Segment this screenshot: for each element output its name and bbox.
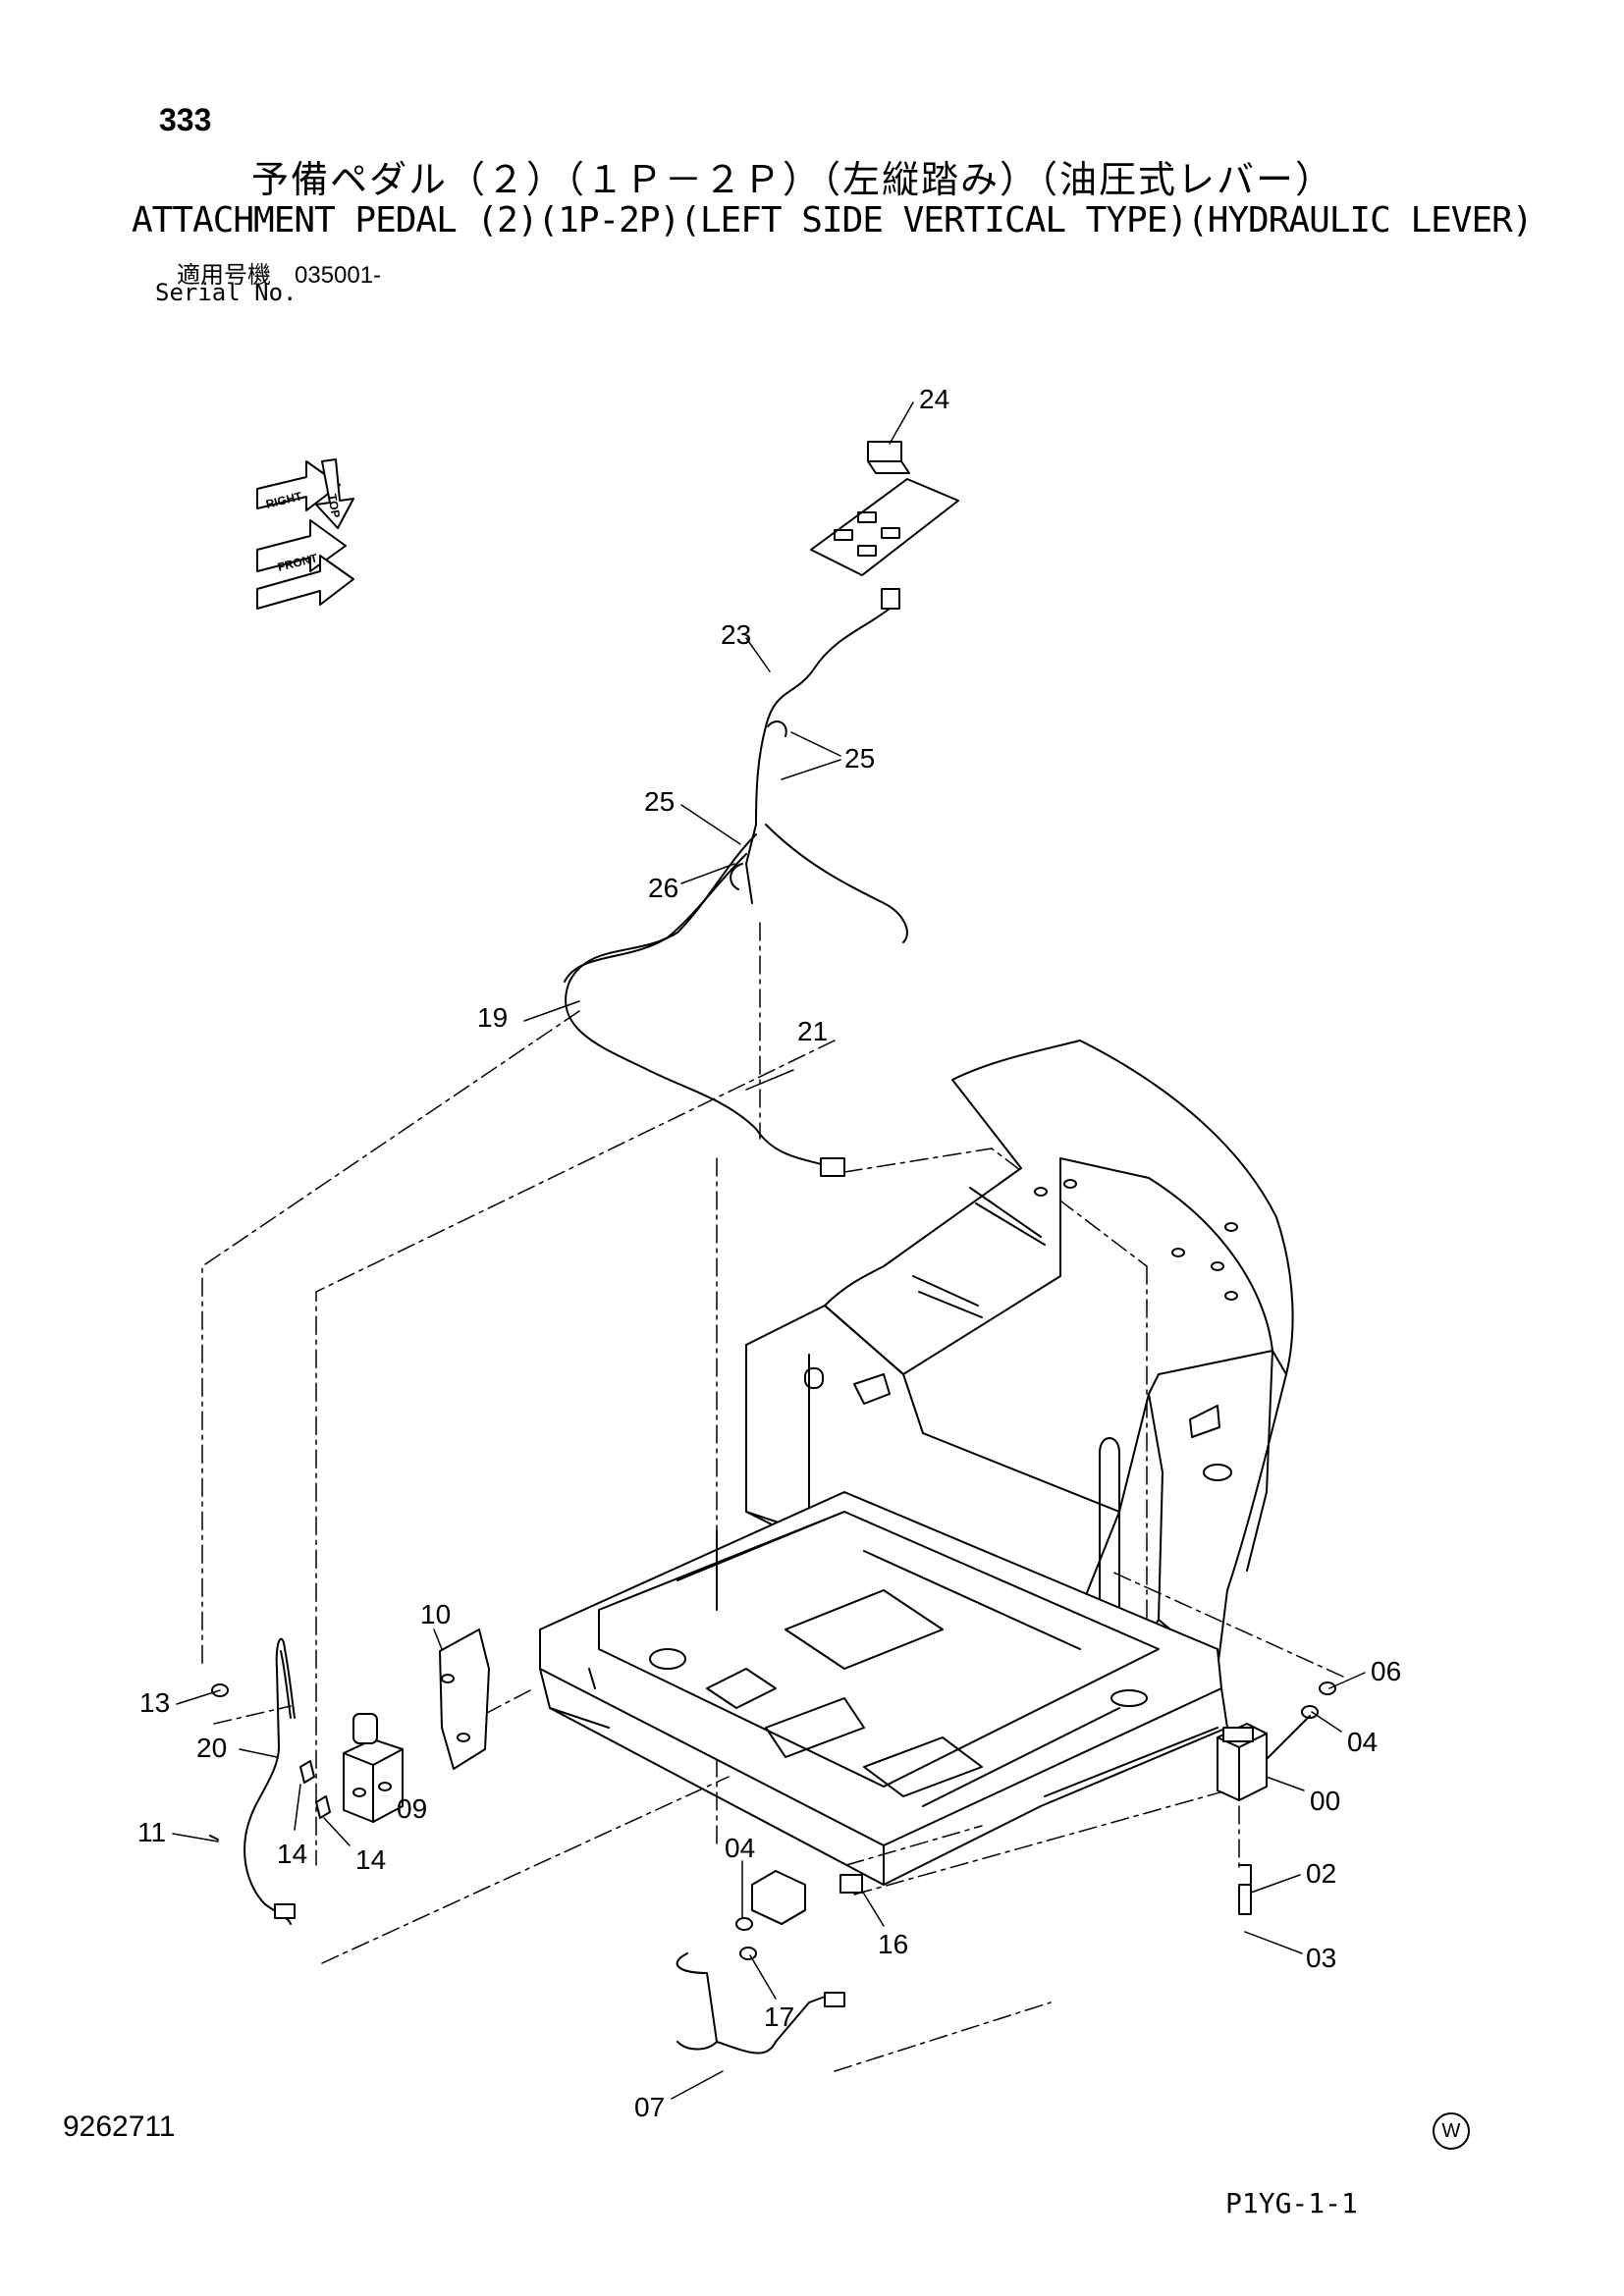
callout-11: 11	[137, 1817, 166, 1847]
callout-25: 25	[644, 786, 675, 817]
callout-13: 13	[139, 1687, 170, 1718]
callout-23: 23	[721, 619, 751, 650]
control-box	[1217, 1682, 1336, 1915]
valve-assembly	[209, 1629, 490, 1925]
drawing-number: 9262711	[63, 2110, 176, 2143]
callout-17: 17	[764, 2002, 794, 2032]
orientation-compass-icon	[256, 458, 354, 610]
title-english: ATTACHMENT PEDAL (2)(1P-2P)(LEFT SIDE VE…	[132, 200, 1533, 240]
harness-23	[745, 608, 891, 904]
callout-16: 16	[878, 1929, 908, 1959]
orientation-top-label: TOP	[325, 493, 343, 519]
callout-00: 00	[1310, 1786, 1340, 1816]
callout-25: 25	[844, 743, 875, 774]
callout-24: 24	[919, 384, 949, 414]
cab-frame	[539, 1040, 1294, 1886]
callout-03: 03	[1306, 1943, 1336, 1973]
callout-04: 04	[725, 1833, 755, 1863]
callout-07: 07	[634, 2092, 665, 2122]
callout-20: 20	[196, 1733, 227, 1763]
switch-part	[810, 441, 959, 610]
callout-19: 19	[477, 1002, 508, 1033]
callout-14: 14	[277, 1839, 307, 1869]
page-number: 333	[159, 102, 212, 137]
serial-label-english: Serial No.	[155, 279, 298, 306]
w-mark-icon: W	[1433, 2112, 1470, 2150]
serial-label-japanese: 適用号機 035001-	[177, 262, 382, 289]
callout-04: 04	[1347, 1727, 1378, 1757]
callout-06: 06	[1371, 1656, 1401, 1686]
pedal-part	[676, 1870, 863, 2055]
callout-14: 14	[355, 1844, 386, 1875]
callout-21: 21	[797, 1016, 828, 1046]
title-japanese: 予備ペダル（２）（１Ｐ－２Ｐ）（左縦踏み）（油圧式レバー）	[251, 160, 1335, 201]
callout-10: 10	[420, 1599, 451, 1629]
hose-19	[565, 833, 836, 1169]
pipe-07	[676, 1952, 836, 2055]
callout-26: 26	[648, 873, 678, 903]
callout-02: 02	[1306, 1858, 1336, 1889]
page-reference: P1YG-1-1	[1225, 2187, 1358, 2219]
callout-09: 09	[397, 1793, 427, 1824]
hose-20	[244, 1637, 296, 1925]
